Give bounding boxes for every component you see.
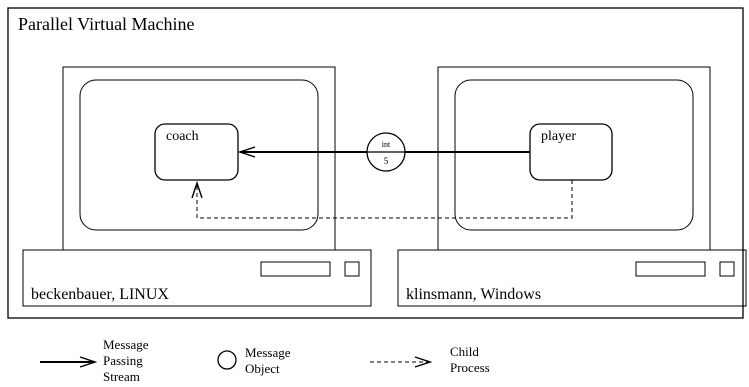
process-label-coach: coach	[166, 129, 199, 144]
child-process-arrow	[197, 180, 573, 219]
drive-slot-right	[635, 261, 706, 277]
legend-object-circle	[217, 350, 237, 370]
legend-stream-label-line2: Passing	[103, 353, 143, 368]
legend-object-label-line2: Object	[245, 361, 280, 376]
screen-right	[454, 79, 694, 231]
base-left	[22, 249, 372, 307]
legend-child-label-line1: Child	[450, 344, 479, 359]
message-object: int 5	[366, 132, 406, 172]
power-button-right	[719, 261, 735, 277]
legend-object-label-line1: Message	[245, 345, 291, 360]
message-object-type: int	[382, 140, 391, 149]
screen-left	[79, 79, 319, 231]
legend-stream-label-line3: Stream	[103, 369, 140, 384]
computer-right: klinsmann, Windows	[397, 66, 747, 307]
host-label-left: beckenbauer, LINUX	[31, 286, 169, 303]
computer-left: beckenbauer, LINUX	[22, 66, 372, 307]
base-right	[397, 249, 747, 307]
host-label-right: klinsmann, Windows	[406, 286, 541, 303]
process-label-player: player	[541, 129, 576, 144]
legend-child-label-line2: Process	[450, 360, 490, 375]
pvm-frame	[7, 7, 744, 319]
drive-slot-left	[260, 261, 331, 277]
message-object-value: 5	[384, 156, 389, 166]
legend-stream-label-line1: Message	[103, 337, 149, 352]
legend: Message Passing Stream Message Object Ch…	[40, 337, 490, 384]
power-button-left	[344, 261, 360, 277]
pvm-title: Parallel Virtual Machine	[18, 14, 195, 34]
